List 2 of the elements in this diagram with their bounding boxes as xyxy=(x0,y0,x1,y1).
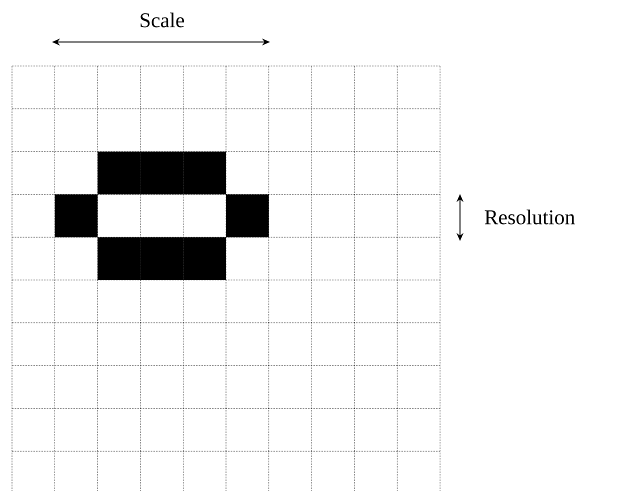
dimension-label: Scale xyxy=(140,12,184,28)
dimension-label: Resolution xyxy=(484,210,575,224)
